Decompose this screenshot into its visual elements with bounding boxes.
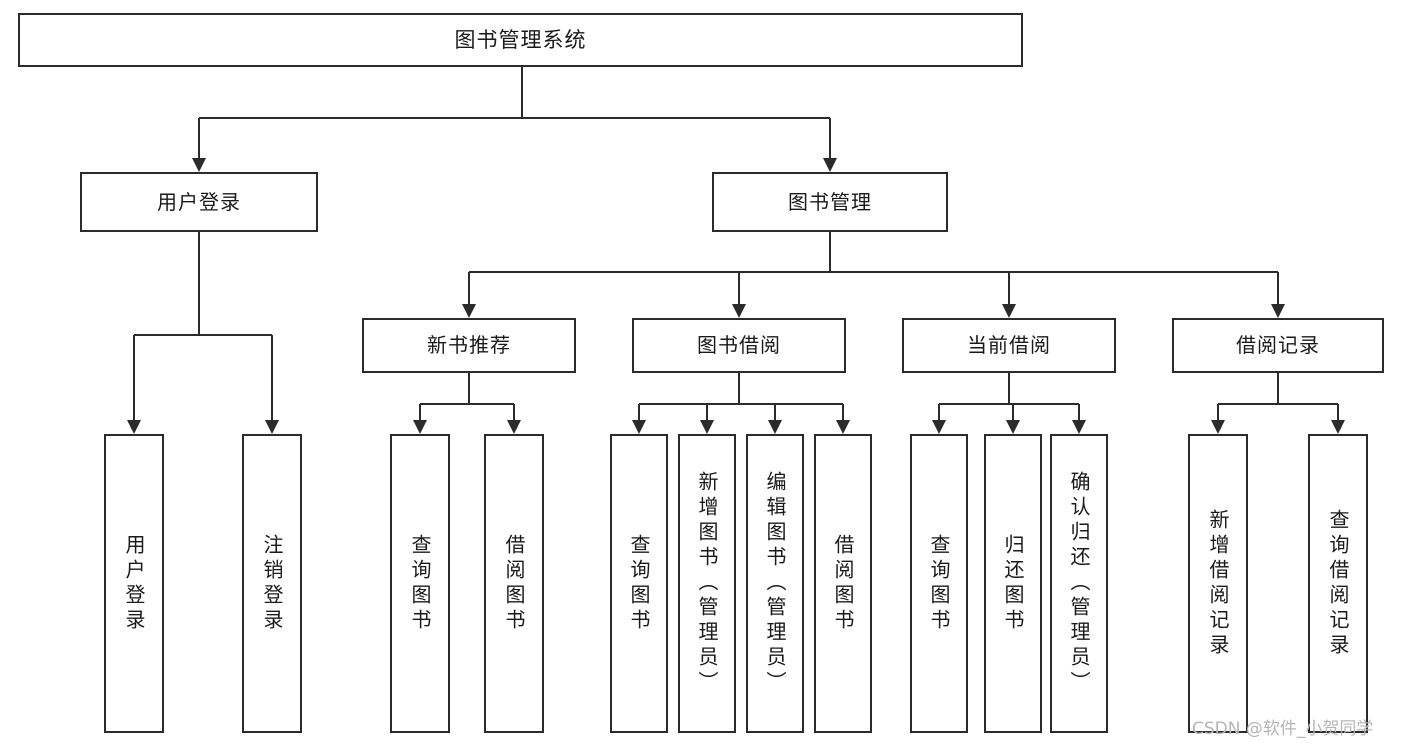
branch-node-loan-record[interactable]: 借阅记录 — [1172, 318, 1384, 373]
leaf-node-leaf-return-book[interactable]: 归还图书 — [984, 434, 1042, 733]
leaf-node-leaf-query-book-2[interactable]: 查询图书 — [610, 434, 668, 733]
branch-drop-book-borrow — [738, 272, 740, 304]
arrow-leaf-borrow-book-1 — [507, 420, 521, 434]
root-bus — [199, 117, 830, 119]
arrow-leaf-query-book-3 — [932, 420, 946, 434]
leaf-node-leaf-query-book-3[interactable]: 查询图书 — [910, 434, 968, 733]
branch-node-current-loan[interactable]: 当前借阅 — [902, 318, 1116, 373]
arrow-leaf-add-loan-record — [1211, 420, 1225, 434]
arrow-current-loan — [1002, 304, 1016, 318]
leaf-node-leaf-borrow-book-2[interactable]: 借阅图书 — [814, 434, 872, 733]
leaf-node-leaf-query-book-1[interactable]: 查询图书 — [390, 434, 450, 733]
arrow-leaf-confirm-return — [1072, 420, 1086, 434]
arrow-book-manage — [823, 158, 837, 172]
leaf-drop-leaf-query-book-3 — [938, 404, 940, 420]
branch-node-user-login-label: 用户登录 — [157, 189, 241, 214]
leaf-bus-new-book-rec — [420, 403, 514, 405]
arrow-leaf-query-book-1 — [413, 420, 427, 434]
leaf-node-leaf-confirm-return-label: 确认归还（管理员） — [1067, 471, 1091, 696]
leaf-node-leaf-user-login-label: 用户登录 — [122, 533, 146, 634]
leaf-drop-leaf-edit-book — [774, 404, 776, 420]
leaf-node-leaf-edit-book-label: 编辑图书（管理员） — [763, 471, 787, 696]
arrow-loan-record — [1271, 304, 1285, 318]
leaf-drop-leaf-query-book-1 — [419, 404, 421, 420]
leaf-node-leaf-query-loan-record-label: 查询借阅记录 — [1326, 508, 1350, 659]
leaf-stem-user-login — [198, 232, 200, 335]
leaf-node-leaf-add-loan-record-label: 新增借阅记录 — [1206, 508, 1230, 659]
arrow-leaf-return-book — [1006, 420, 1020, 434]
branch-node-user-login[interactable]: 用户登录 — [80, 172, 318, 232]
arrow-new-book-rec — [462, 304, 476, 318]
leaf-node-leaf-user-login[interactable]: 用户登录 — [104, 434, 164, 733]
leaf-stem-new-book-rec — [468, 373, 470, 404]
leaf-node-leaf-query-loan-record[interactable]: 查询借阅记录 — [1308, 434, 1368, 733]
arrow-leaf-user-logout — [265, 420, 279, 434]
leaf-bus-loan-record — [1218, 403, 1338, 405]
branch-node-new-book-rec[interactable]: 新书推荐 — [362, 318, 576, 373]
arrow-leaf-borrow-book-2 — [836, 420, 850, 434]
leaf-node-leaf-confirm-return[interactable]: 确认归还（管理员） — [1050, 434, 1108, 733]
arrow-leaf-user-login — [127, 420, 141, 434]
branch-node-book-manage-label: 图书管理 — [788, 189, 872, 214]
leaf-bus-current-loan — [939, 403, 1079, 405]
leaf-drop-leaf-user-login — [133, 335, 135, 420]
leaf-drop-leaf-add-loan-record — [1217, 404, 1219, 420]
root-node-label: 图书管理系统 — [454, 27, 587, 52]
branch-node-loan-record-label: 借阅记录 — [1236, 333, 1320, 357]
leaf-drop-leaf-confirm-return — [1078, 404, 1080, 420]
leaf-node-leaf-return-book-label: 归还图书 — [1001, 533, 1025, 634]
root-stem — [521, 67, 523, 118]
leaf-node-leaf-query-book-1-label: 查询图书 — [408, 533, 432, 634]
leaf-stem-current-loan — [1008, 373, 1010, 404]
arrow-book-borrow — [732, 304, 746, 318]
branch-drop-current-loan — [1008, 272, 1010, 304]
leaf-node-leaf-borrow-book-2-label: 借阅图书 — [831, 533, 855, 634]
arrow-leaf-query-loan-record — [1331, 420, 1345, 434]
branch-node-new-book-rec-label: 新书推荐 — [427, 333, 511, 357]
leaf-stem-book-borrow — [738, 373, 740, 404]
leaf-node-leaf-edit-book[interactable]: 编辑图书（管理员） — [746, 434, 804, 733]
leaf-node-leaf-add-book-label: 新增图书（管理员） — [695, 471, 719, 696]
branch-drop-user-login — [198, 118, 200, 158]
branch-node-book-borrow[interactable]: 图书借阅 — [632, 318, 846, 373]
branch-drop-new-book-rec — [468, 272, 470, 304]
branch-drop-loan-record — [1277, 272, 1279, 304]
branch-node-book-manage[interactable]: 图书管理 — [712, 172, 948, 232]
branch-node-current-loan-label: 当前借阅 — [967, 333, 1051, 357]
leaf-drop-leaf-return-book — [1012, 404, 1014, 420]
book-manage-stem — [829, 232, 831, 272]
leaf-node-leaf-user-logout[interactable]: 注销登录 — [242, 434, 302, 733]
arrow-leaf-add-book — [700, 420, 714, 434]
leaf-drop-leaf-add-book — [706, 404, 708, 420]
branch-drop-book-manage — [829, 118, 831, 158]
leaf-node-leaf-query-book-2-label: 查询图书 — [627, 533, 651, 634]
arrow-user-login — [192, 158, 206, 172]
leaf-node-leaf-borrow-book-1[interactable]: 借阅图书 — [484, 434, 544, 733]
leaf-node-leaf-borrow-book-1-label: 借阅图书 — [502, 533, 526, 634]
leaf-drop-leaf-query-loan-record — [1337, 404, 1339, 420]
leaf-drop-leaf-user-logout — [271, 335, 273, 420]
leaf-node-leaf-user-logout-label: 注销登录 — [260, 533, 284, 634]
leaf-drop-leaf-borrow-book-2 — [842, 404, 844, 420]
leaf-bus-book-borrow — [639, 403, 843, 405]
leaf-bus-user-login — [134, 334, 272, 336]
leaf-drop-leaf-borrow-book-1 — [513, 404, 515, 420]
leaf-node-leaf-add-book[interactable]: 新增图书（管理员） — [678, 434, 736, 733]
book-manage-bus — [469, 271, 1278, 273]
leaf-stem-loan-record — [1277, 373, 1279, 404]
root-node[interactable]: 图书管理系统 — [18, 13, 1023, 67]
arrow-leaf-edit-book — [768, 420, 782, 434]
leaf-node-leaf-query-book-3-label: 查询图书 — [927, 533, 951, 634]
leaf-drop-leaf-query-book-2 — [638, 404, 640, 420]
leaf-node-leaf-add-loan-record[interactable]: 新增借阅记录 — [1188, 434, 1248, 733]
branch-node-book-borrow-label: 图书借阅 — [697, 333, 781, 357]
arrow-leaf-query-book-2 — [632, 420, 646, 434]
